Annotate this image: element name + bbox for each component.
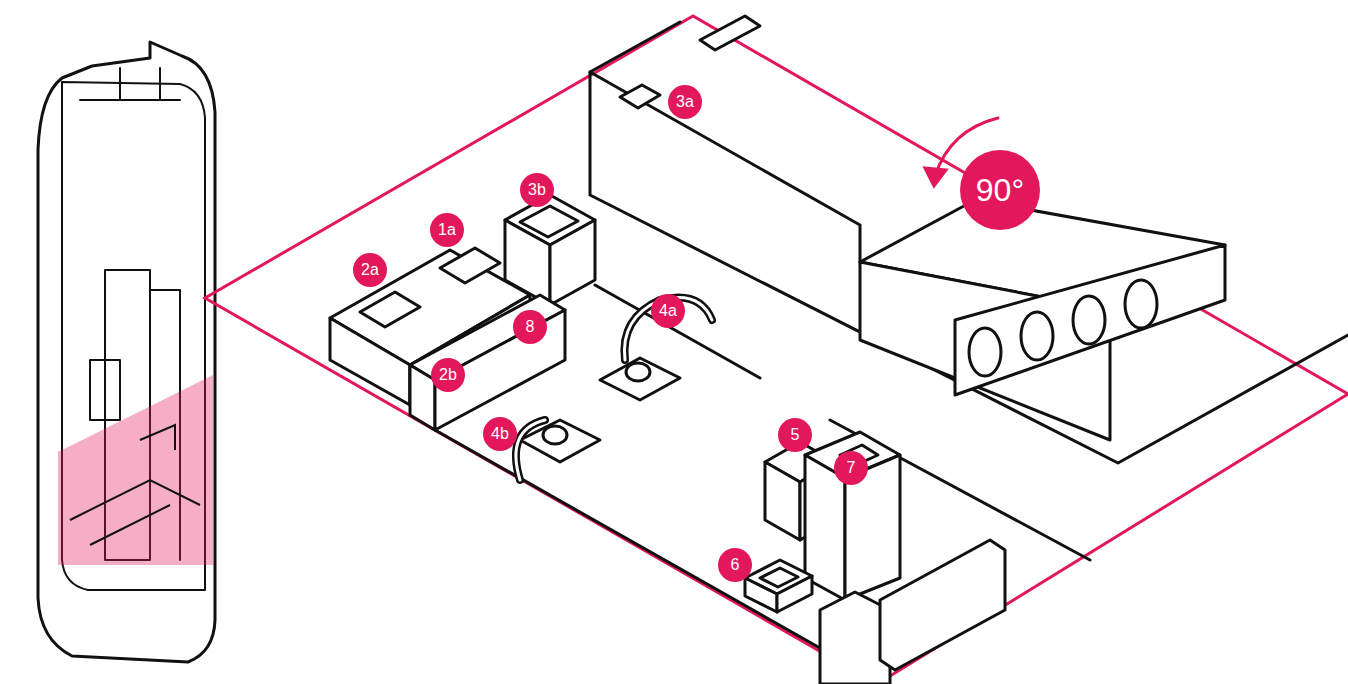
relay-edge <box>590 72 860 262</box>
terminal-hole <box>1073 296 1105 344</box>
zoom-frame <box>205 16 1348 684</box>
terminal-hole <box>1021 312 1053 360</box>
terminal-hole <box>1125 280 1157 328</box>
connector-socket <box>760 568 798 587</box>
housing-outline <box>38 42 215 662</box>
terminal-front <box>955 245 1225 395</box>
highlight-region <box>58 375 213 565</box>
terminal-hole <box>969 328 1001 376</box>
board-edge <box>435 430 880 682</box>
connector-5-front <box>765 462 800 540</box>
bottom-part <box>880 540 1005 670</box>
wire-clip <box>516 420 545 480</box>
callout-number: 4b <box>483 417 517 451</box>
housing-label <box>90 360 120 420</box>
housing <box>38 42 215 662</box>
callout-number: 3b <box>520 173 554 207</box>
highlight-detail <box>70 425 200 545</box>
rotation-badge: 90° <box>960 150 1040 230</box>
callout-number: 5 <box>778 418 812 452</box>
screw-head <box>543 426 567 444</box>
callout-number: 2a <box>353 253 387 287</box>
callout-number: 4a <box>651 294 685 328</box>
callout-number: 7 <box>834 451 868 485</box>
relay-body <box>590 22 1348 463</box>
circuit-board <box>330 16 1348 684</box>
callout-number: 1a <box>430 213 464 247</box>
callout-number: 6 <box>718 548 752 582</box>
callout-number: 3a <box>668 85 702 119</box>
wire-clip-inner <box>516 420 545 480</box>
jack-block-front <box>330 318 410 405</box>
housing-components <box>70 425 200 545</box>
callout-number: 8 <box>513 310 547 344</box>
port-3a <box>620 85 660 108</box>
screw-base-4a <box>600 358 680 400</box>
screw-head <box>626 363 650 381</box>
relay-slot <box>700 16 760 50</box>
callout-number: 2b <box>431 358 465 392</box>
jack-socket <box>520 206 578 237</box>
arrow-head <box>925 168 946 186</box>
housing-detail <box>80 68 180 100</box>
